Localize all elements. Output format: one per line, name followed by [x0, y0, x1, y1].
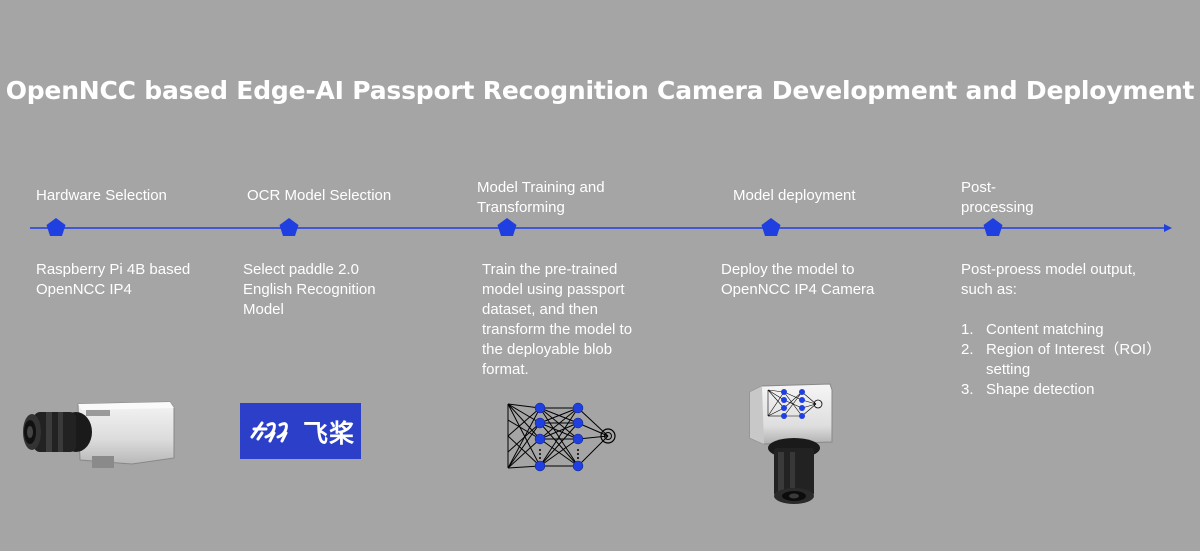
timeline-arrowhead	[1164, 224, 1172, 232]
stage-description-post-processing: Post-proess model output, such as: 1.Con…	[961, 260, 1161, 400]
paddle-mark-icon	[250, 421, 288, 443]
stage-label-hardware-selection: Hardware Selection	[36, 187, 167, 204]
stage-description-hardware: Raspberry Pi 4B based OpenNCC IP4	[36, 261, 191, 298]
paddlepaddle-logo: 飞桨	[240, 403, 361, 459]
page-title: OpenNCC based Edge-AI Passport Recogniti…	[5, 76, 1195, 105]
stage-label-model-training: Model Training and Transforming	[477, 179, 605, 216]
milestone-marker-5	[983, 218, 1003, 236]
box-camera-icon	[23, 401, 175, 468]
stage-label-post-processing: Post-processing	[961, 179, 1034, 216]
stage-label-ocr-model-selection: OCR Model Selection	[247, 187, 392, 204]
list-item: 2.Region of Interest（ROI）setting	[961, 341, 1154, 378]
paddle-chinese-text: 飞桨	[303, 419, 356, 448]
milestone-marker-4	[761, 218, 781, 236]
milestone-marker-3	[497, 218, 517, 236]
camera-with-network-icon	[749, 383, 833, 504]
post-processing-intro: Post-proess model output, such as:	[961, 261, 1137, 298]
list-item: 1.Content matching	[961, 321, 1104, 338]
milestone-marker-1	[46, 218, 66, 236]
stage-label-model-deployment: Model deployment	[733, 187, 856, 204]
milestone-marker-2	[279, 218, 299, 236]
list-item: 3.Shape detection	[961, 381, 1095, 398]
stage-description-training: Train the pre-trained model using passpo…	[482, 261, 633, 378]
stage-description-deployment: Deploy the model to OpenNCC IP4 Camera	[721, 261, 875, 298]
stage-description-ocr: Select paddle 2.0 English Recognition Mo…	[243, 261, 376, 318]
neural-network-icon	[507, 402, 616, 472]
post-processing-list: 1.Content matching 2.Region of Interest（…	[961, 320, 1161, 400]
